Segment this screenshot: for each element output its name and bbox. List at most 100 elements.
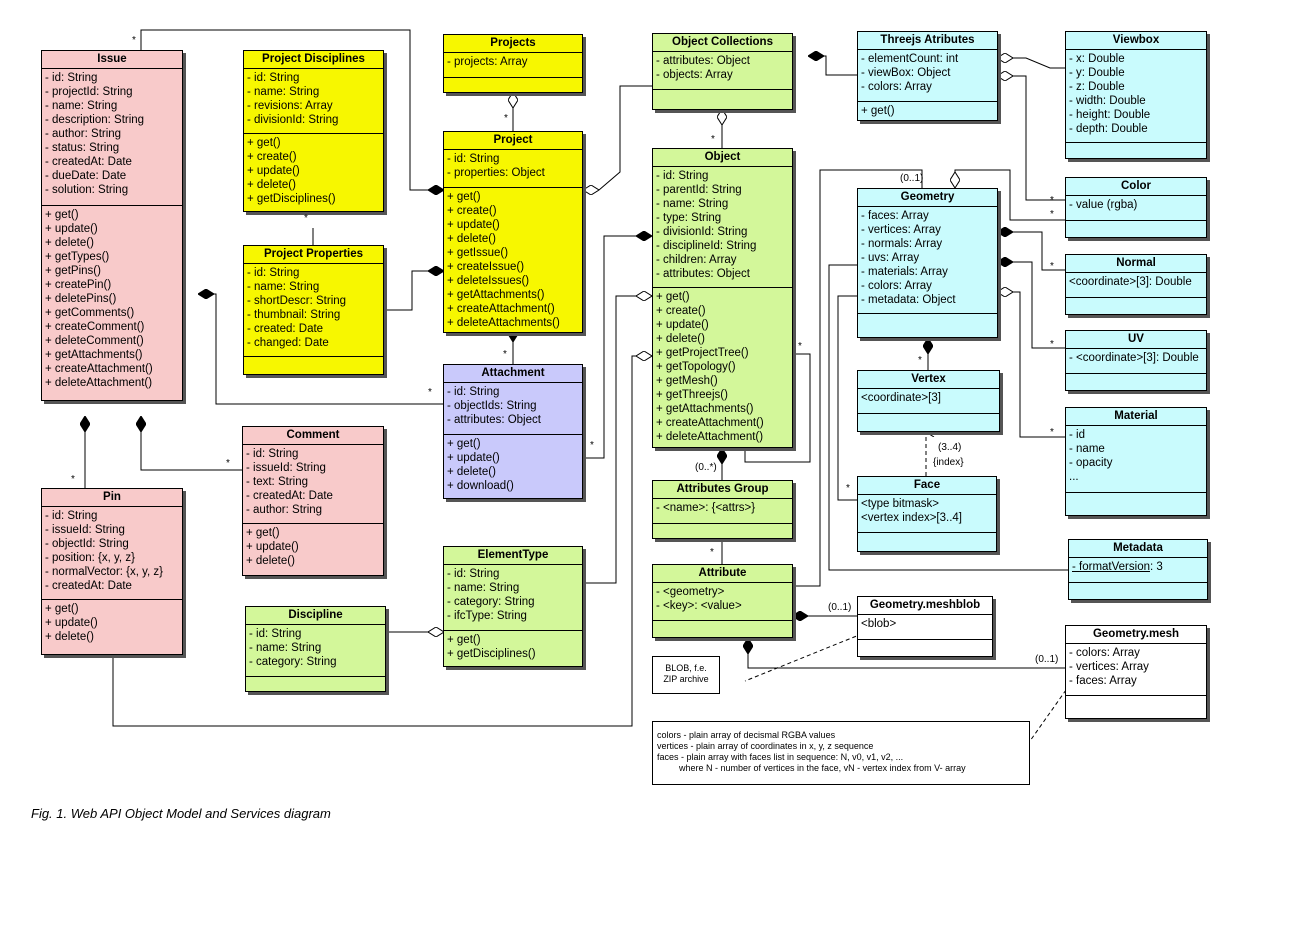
note-line: where N - number of vertices in the face… [679,763,966,773]
attribute: - name [1069,443,1105,455]
multiplicity-label: (0..*) [695,462,717,473]
attributes-section: - value (rgba) [1066,196,1206,221]
operation: + createComment() [45,321,145,333]
attributes-section: - formatVersion: 3 [1069,558,1207,583]
wire-elementtype-object [584,296,636,584]
class-attributes-group: Attributes Group - <name>: {<attrs>} [652,480,793,539]
multiplicity-label: * [132,35,136,46]
operation: + getPins() [45,265,101,277]
class-title: Material [1066,408,1206,426]
operations-section: + get() + update() + delete() + getTypes… [42,206,182,392]
attribute: - name: String [249,642,322,654]
class-title: Viewbox [1066,32,1206,50]
class-attribute: Attribute - <geometry> - <key>: <value> [652,564,793,638]
attribute: - colors: Array [861,280,932,292]
note-blob: BLOB, f.e. ZIP archive [652,656,720,694]
wire-pin-object [112,356,636,727]
operation: + get() [246,527,280,539]
attributes-section: - id - name - opacity ... [1066,426,1206,493]
attributes-section: <blob> [858,615,992,640]
attribute: - height: Double [1069,109,1151,121]
class-uv: UV - <coordinate>[3]: Double [1065,330,1207,391]
attribute: <blob> [861,618,897,630]
operation: + get() [861,105,895,117]
multiplicity-label: * [304,213,308,224]
class-title: Project Disciplines [244,51,383,69]
attribute: - metadata: Object [861,294,956,306]
wire-attachment-object [584,236,636,459]
operations-section [653,90,792,94]
attribute: - formatVersion: 3 [1072,560,1204,574]
attribute: - author: String [45,128,122,140]
attributes-section: - id: String - name: String - category: … [246,625,385,677]
operation: + update() [45,223,98,235]
note-line: colors - plain array of decismal RGBA va… [657,730,836,740]
class-object: Object - id: String - parentId: String -… [652,148,793,448]
operation: + createPin() [45,279,112,291]
operation: + delete() [45,237,94,249]
operation: + getTopology() [656,361,736,373]
class-metadata: Metadata - formatVersion: 3 [1068,539,1208,600]
multiplicity-label: * [1050,427,1054,438]
attribute-prefix: - [1072,561,1080,573]
attribute: - shortDescr: String [247,295,347,307]
class-viewbox: Viewbox - x: Double - y: Double - z: Dou… [1065,31,1207,159]
attribute: - category: String [249,656,337,668]
operation: + getComments() [45,307,135,319]
class-normal: Normal <coordinate>[3]: Double [1065,254,1207,315]
wire-geometry-normal [997,232,1065,271]
wire-geometry-uv [997,262,1065,349]
operation: + deleteAttachment() [45,377,153,389]
attribute: - children: Array [656,254,737,266]
class-title: Face [858,477,996,495]
attribute: - name: String [656,198,729,210]
class-title: Projects [444,35,582,53]
attributes-section: <coordinate>[3] [858,389,999,414]
operations-section [858,533,996,537]
wire-geometry-metadata [828,264,1068,571]
operations-section [244,357,383,361]
attribute: - colors: Array [1069,647,1140,659]
attribute: - <geometry> [656,586,725,598]
class-attachment: Attachment - id: String - objectIds: Str… [443,364,583,499]
operations-section [858,314,997,318]
attribute: - attributes: Object [447,414,541,426]
class-discipline: Discipline - id: String - name: String -… [245,606,386,692]
operations-section [1066,696,1206,700]
class-title: Geometry [858,189,997,207]
operation: + createAttachment() [447,303,555,315]
wire-issue-attachment [198,294,443,405]
operation: + getAttachments() [656,403,754,415]
attribute: - width: Double [1069,95,1146,107]
attribute: - status: String [45,142,120,154]
attribute: - id: String [656,170,709,182]
wire-properties-project [386,271,428,311]
attribute: - projects: Array [447,56,528,68]
class-project-properties: Project Properties - id: String - name: … [243,245,384,375]
operation: + getDisciplines() [247,193,336,205]
operation: + get() [45,603,79,615]
attributes-section: - <geometry> - <key>: <value> [653,583,792,621]
attribute: <vertex index>[3..4] [861,512,963,524]
wire-attribute-geometry [792,169,923,587]
operation: + getProjectTree() [656,347,749,359]
attribute: - elementCount: int [861,53,959,65]
operations-section: + get() + update() + delete() [42,600,182,646]
class-title: Geometry.mesh [1066,626,1206,644]
attribute: - category: String [447,596,535,608]
attribute-key: formatVersion [1079,561,1150,573]
attribute: - normalVector: {x, y, z} [45,566,164,578]
attribute: - issueId: String [246,462,326,474]
operation: + getAttachments() [45,349,143,361]
class-vertex: Vertex <coordinate>[3] [857,370,1000,432]
operation: + delete() [447,233,496,245]
class-object-collections: Object Collections - attributes: Object … [652,33,793,110]
attribute: - vertices: Array [1069,661,1149,673]
attribute: - vertices: Array [861,224,941,236]
operation: + update() [246,541,299,553]
operation: + get() [45,209,79,221]
attribute: - normals: Array [861,238,943,250]
operations-section [1066,493,1206,497]
operations-section: + get() + create() + update() + delete()… [653,288,792,446]
operation: + create() [656,305,706,317]
